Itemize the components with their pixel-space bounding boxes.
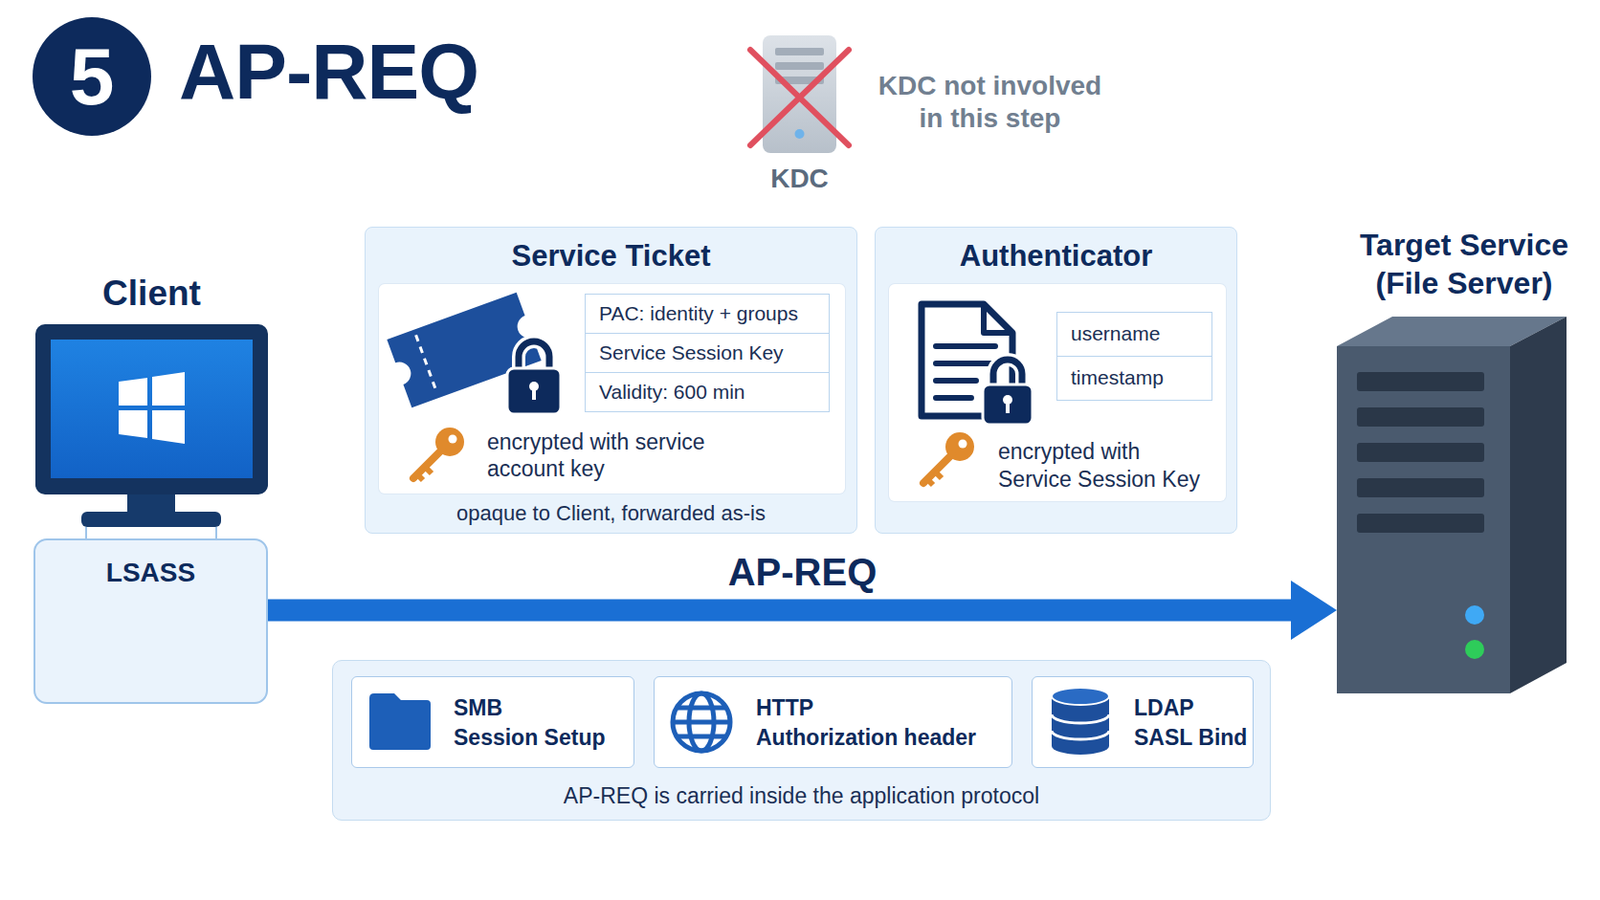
server-led	[795, 129, 805, 139]
process-box: LSASS	[33, 538, 268, 705]
step-badge	[32, 17, 152, 136]
windows-logo	[152, 410, 185, 445]
field-text: PAC: identity + groups	[599, 294, 799, 333]
server-slot	[1356, 443, 1485, 463]
lock-keyhole	[1005, 401, 1010, 414]
ticket-perforation	[416, 334, 438, 393]
server-side	[1510, 316, 1567, 694]
field-cell: timestamp	[1056, 355, 1213, 401]
protocol-band: AP-REQ is carried inside the application…	[332, 660, 1271, 822]
encryption-note: encrypted with service account key	[487, 428, 727, 483]
node-heading: Target Service (File Server)	[1334, 225, 1594, 303]
panel-footer: opaque to Client, forwarded as-is	[365, 499, 857, 529]
server-slot	[1356, 372, 1485, 392]
document-fold	[983, 304, 1013, 334]
folder-icon	[369, 693, 431, 751]
message-arrow	[267, 600, 1299, 623]
globe-icon	[672, 693, 731, 752]
cross-mark	[750, 49, 849, 146]
step-number: 5	[32, 17, 152, 136]
server-slot	[775, 62, 824, 70]
server-slot	[1356, 407, 1485, 427]
note-text: KDC not involved in this step	[867, 69, 1112, 135]
key-icon	[413, 427, 465, 481]
node-heading: Client	[35, 272, 268, 315]
field-cell: Service Session Key	[584, 333, 830, 374]
lock-body	[982, 384, 1033, 425]
diagram-title: AP-REQ	[178, 32, 479, 112]
arrow-label: AP-REQ	[611, 551, 995, 594]
panel-title: Service Ticket	[365, 239, 857, 274]
field-cell: Validity: 600 min	[584, 372, 830, 413]
field-text: Service Session Key	[599, 333, 784, 372]
monitor-base	[81, 511, 222, 528]
database-top	[1051, 688, 1110, 706]
field-text: timestamp	[1070, 356, 1164, 400]
globe-outline	[672, 693, 731, 752]
protocol-label: LDAP SASL Bind	[1133, 693, 1247, 754]
server-label: KDC	[705, 163, 894, 195]
protocol-label: HTTP Authorization header	[755, 693, 977, 754]
field-cell: PAC: identity + groups	[584, 293, 830, 334]
key-teeth	[927, 471, 942, 486]
server-front	[1336, 346, 1511, 694]
encryption-note: encrypted with Service Session Key	[998, 438, 1211, 494]
lock-body	[507, 368, 561, 415]
server-slot	[1356, 513, 1485, 534]
windows-logo	[118, 410, 148, 439]
server-led	[1465, 640, 1485, 660]
key-teeth	[417, 466, 432, 481]
panel-title: Authenticator	[875, 239, 1237, 274]
lock-keyhole	[532, 388, 536, 400]
key-icon	[923, 432, 975, 486]
protocol-label: SMB Session Setup	[453, 693, 605, 754]
server-slot	[1356, 478, 1485, 498]
monitor-screen	[50, 339, 253, 479]
field-text: username	[1070, 312, 1160, 356]
windows-logo	[152, 372, 185, 406]
windows-logo	[118, 377, 148, 406]
server-slot	[775, 47, 824, 56]
database-rings	[1051, 714, 1110, 740]
field-text: Validity: 600 min	[599, 373, 746, 411]
server-led	[1465, 605, 1485, 625]
key-hole	[448, 435, 458, 445]
band-caption: AP-REQ is carried inside the application…	[333, 781, 1270, 811]
monitor-stand	[127, 494, 176, 514]
field-cell: username	[1056, 311, 1213, 357]
key-hole	[958, 440, 968, 449]
process-label: LSASS	[35, 555, 267, 591]
stand-line	[86, 527, 217, 540]
globe-latitude	[672, 708, 731, 737]
